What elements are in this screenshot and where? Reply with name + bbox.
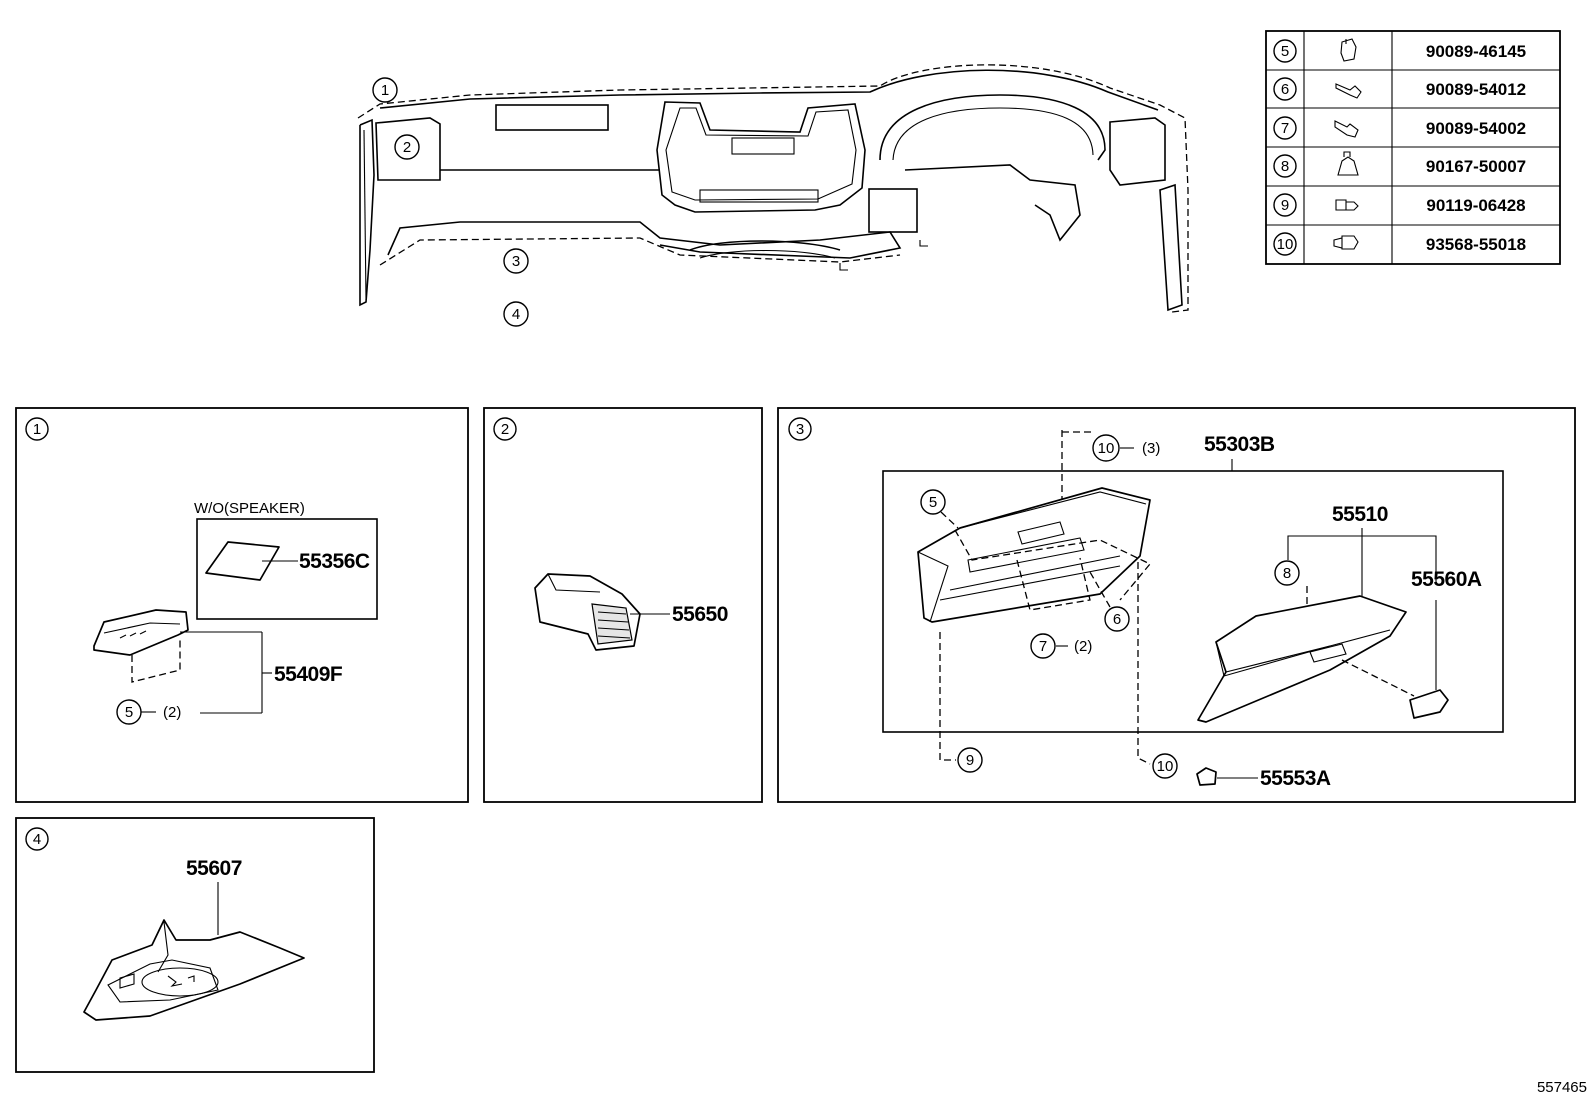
pin-clip-icon (1335, 83, 1362, 99)
detail-panel-2: 2 55650 (483, 407, 763, 803)
panel-ref: 3 (796, 421, 804, 438)
overview-callout: 4 (512, 306, 520, 323)
glove-box-door (917, 487, 1151, 623)
detail-panel-4: 4 55607 (15, 817, 375, 1073)
speaker-cover-pad (205, 541, 280, 581)
part-number-55409F: 55409F (274, 663, 343, 686)
fastener-part-number: 90089-54012 (1426, 80, 1526, 99)
fastener-table: 5 90089-46145 6 90089-54012 7 90089-5400… (1265, 30, 1561, 265)
fastener-part-number: 90167-50007 (1426, 157, 1526, 176)
clip-callout-6: 6 (1113, 611, 1121, 628)
speaker-grille-cover (93, 609, 189, 656)
overview-callout: 1 (381, 82, 389, 99)
lower-instrument-panel-pad (83, 919, 305, 1021)
panel-ref: 1 (33, 421, 41, 438)
part-number-55510: 55510 (1332, 503, 1388, 526)
bolt-icon (1335, 199, 1359, 211)
detail-panel-3: 3 10 (3) 55303B 5 6 7 (2) 55510 (777, 407, 1576, 803)
fastener-ref: 5 (1281, 43, 1289, 60)
part-number-55303B: 55303B (1204, 433, 1275, 456)
fastener-part-number: 90089-54002 (1426, 119, 1526, 138)
screw-icon (1333, 235, 1359, 250)
clip-callout-5: 5 (929, 494, 937, 511)
overview-callout: 3 (512, 253, 520, 270)
screw-callout-top: 10 (1098, 440, 1115, 457)
fastener-row: 9 90119-06428 (1273, 193, 1526, 217)
fastener-ref: 10 (1277, 236, 1294, 253)
fastener-row: 5 90089-46145 (1273, 38, 1526, 63)
clip-callout-7: 7 (1039, 638, 1047, 655)
screw-quantity-top: (3) (1142, 440, 1160, 457)
panel-ref: 4 (33, 831, 41, 848)
fastener-part-number: 90089-46145 (1426, 42, 1526, 61)
screw-callout-bottom: 10 (1157, 758, 1174, 775)
pin-clip-icon (1334, 120, 1359, 138)
instrument-panel-overview: 1 2 3 4 (357, 64, 1189, 327)
fastener-row: 6 90089-54012 (1273, 77, 1526, 101)
panel-ref: 2 (501, 421, 509, 438)
fastener-ref: 6 (1281, 81, 1289, 98)
bolt-callout-9: 9 (966, 752, 974, 769)
glove-box-compartment (1197, 595, 1407, 723)
part-number-55553A: 55553A (1260, 767, 1331, 790)
clip-callout: 5 (125, 704, 133, 721)
push-clip-icon (1337, 151, 1359, 176)
fastener-ref: 8 (1281, 158, 1289, 175)
overview-callout: 2 (403, 139, 411, 156)
clip-quantity: (2) (163, 704, 181, 721)
fastener-ref: 7 (1281, 120, 1289, 137)
fastener-ref: 9 (1281, 197, 1289, 214)
fastener-part-number: 93568-55018 (1426, 235, 1526, 254)
glove-box-lock (1409, 689, 1449, 719)
part-number-55560A: 55560A (1411, 568, 1482, 591)
fastener-row: 10 93568-55018 (1273, 232, 1526, 256)
part-number-55650: 55650 (672, 603, 728, 626)
clip-icon (1340, 38, 1357, 62)
clip-quantity-7: (2) (1074, 638, 1092, 655)
illustration-number: 557465 (1537, 1079, 1587, 1096)
fastener-row: 7 90089-54002 (1273, 116, 1526, 140)
fastener-row: 8 90167-50007 (1273, 151, 1526, 178)
cap-part (1196, 767, 1217, 786)
clip-callout-8: 8 (1283, 565, 1291, 582)
part-number-55356C: 55356C (299, 550, 370, 573)
fastener-part-number: 90119-06428 (1426, 196, 1525, 215)
part-number-55607: 55607 (186, 857, 242, 880)
option-label: W/O(SPEAKER) (194, 500, 305, 517)
detail-panel-1: 1 W/O(SPEAKER) 55356C 55409F 5 (2) (15, 407, 469, 803)
